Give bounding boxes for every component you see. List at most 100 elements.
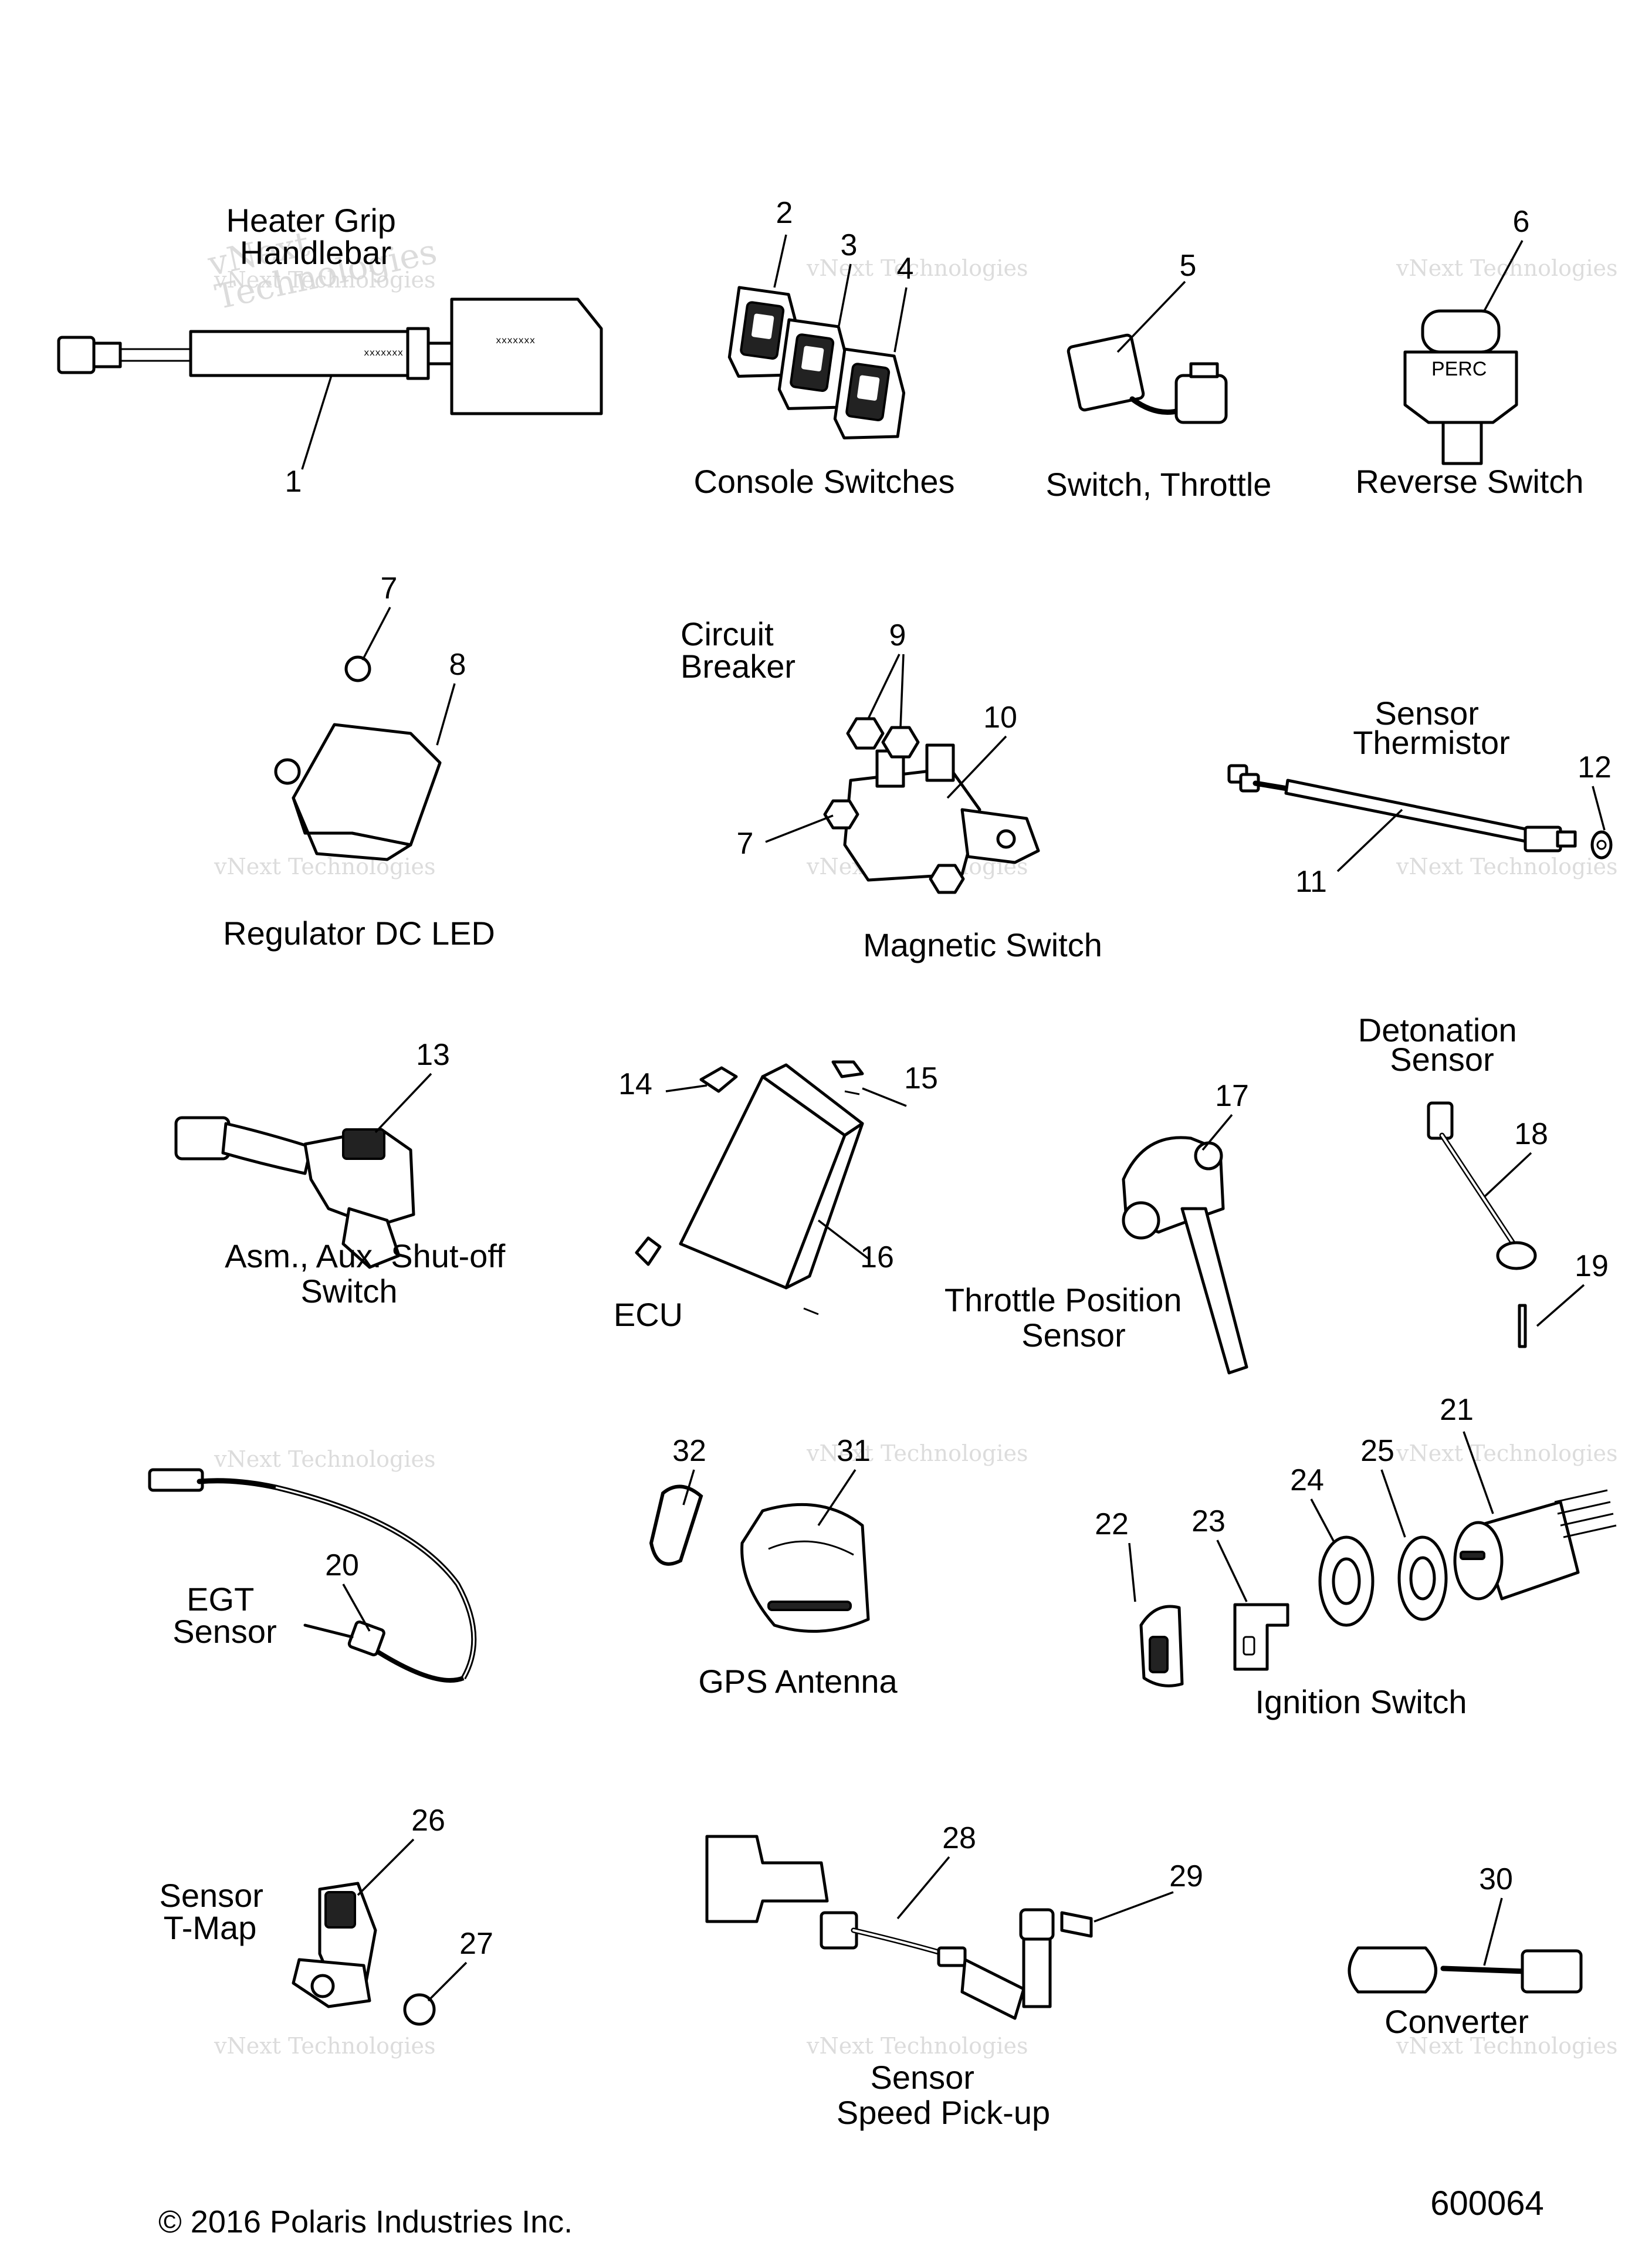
callout-13: 13: [416, 1038, 450, 1072]
ignition-drawing: [1128, 1431, 1617, 1687]
thermistor-drawing: [1227, 764, 1613, 872]
callout-14: 14: [618, 1067, 652, 1101]
callout-31: 31: [837, 1434, 871, 1468]
callout-8: 8: [449, 648, 466, 682]
caption-aux-shutoff-line1: Asm., Aux. Shut-off: [225, 1237, 506, 1274]
callout-24: 24: [1290, 1463, 1324, 1497]
callout-18: 18: [1514, 1117, 1548, 1151]
caption-tmap: Sensor T-Map: [160, 1877, 273, 1946]
callout-2: 2: [776, 196, 793, 230]
callout-12: 12: [1577, 750, 1612, 784]
callout-10: 10: [983, 701, 1017, 735]
detonation-drawing: [1427, 1101, 1585, 1348]
caption-ignition: Ignition Switch: [1255, 1683, 1467, 1720]
callout-17: 17: [1215, 1079, 1249, 1113]
magnetic-switch-drawing: [765, 654, 1040, 894]
callout-29: 29: [1169, 1859, 1203, 1893]
converter-drawing: [1348, 1897, 1583, 1994]
caption-switch-throttle: Switch, Throttle: [1046, 466, 1272, 503]
caption-heater-grip-line2: Handlebar: [240, 234, 391, 271]
callout-32: 32: [672, 1434, 706, 1468]
watermark-text: vNext Technologies: [1396, 2033, 1617, 2059]
plate-marking: xxxxxxx: [496, 336, 535, 346]
watermark-text: vNext Technologies: [806, 255, 1028, 281]
gps-drawing: [649, 1469, 870, 1633]
caption-speed-line1: Sensor: [871, 2059, 974, 2096]
grip-marking: xxxxxxx: [364, 348, 403, 358]
caption-tps-line2: Sensor: [1021, 1317, 1125, 1354]
callout-7b: 7: [737, 827, 754, 861]
callout-28: 28: [942, 1821, 976, 1855]
caption-speed-line2: Speed Pick-up: [837, 2094, 1050, 2131]
callout-16: 16: [860, 1240, 894, 1274]
caption-aux-shutoff-line2: Switch: [301, 1273, 398, 1310]
caption-magnetic-switch: Magnetic Switch: [863, 926, 1102, 963]
callout-11: 11: [1295, 865, 1327, 899]
caption-tmap-line1: Sensor: [160, 1877, 263, 1914]
callout-21: 21: [1440, 1393, 1474, 1427]
caption-tps: Throttle Position Sensor: [945, 1281, 1191, 1354]
aux-shutoff-drawing: [174, 1073, 432, 1269]
callout-23: 23: [1191, 1504, 1226, 1538]
callout-26: 26: [411, 1804, 445, 1838]
speed-sensor-drawing: [705, 1835, 1174, 2020]
caption-circuit-breaker-line2: Breaker: [681, 648, 795, 685]
callout-25: 25: [1360, 1434, 1394, 1468]
callout-15: 15: [904, 1061, 938, 1095]
callout-4: 4: [897, 252, 914, 286]
caption-aux-shutoff: Asm., Aux. Shut-off Switch: [225, 1237, 514, 1310]
caption-tps-line1: Throttle Position: [945, 1281, 1182, 1318]
caption-ecu: ECU: [614, 1296, 683, 1333]
watermark-text: vNext Technologies: [214, 854, 435, 879]
callout-6: 6: [1513, 205, 1530, 239]
caption-circuit-breaker: Circuit Breaker: [681, 615, 795, 685]
egt-drawing: [148, 1468, 477, 1683]
callout-9: 9: [889, 618, 906, 652]
caption-egt: EGT Sensor: [172, 1581, 276, 1650]
copyright: © 2016 Polaris Industries Inc.: [158, 2204, 573, 2240]
captions: Heater Grip Handlebar Console Switches S…: [160, 202, 1584, 2131]
caption-sensor-thermistor-line2: Thermistor: [1353, 724, 1510, 761]
callout-19: 19: [1575, 1249, 1609, 1283]
caption-detonation: Detonation Sensor: [1358, 1012, 1526, 1078]
caption-egt-line2: Sensor: [172, 1613, 276, 1650]
callout-20: 20: [325, 1548, 359, 1582]
callout-7: 7: [381, 571, 398, 605]
callout-1: 1: [285, 465, 302, 499]
caption-regulator: Regulator DC LED: [223, 915, 495, 952]
caption-heater-grip-line1: Heater Grip: [226, 202, 396, 239]
callouts: 1 2 3 4 5 6 7 8 9 10 7 11 12 13 14 15 16…: [285, 196, 1612, 1961]
callout-5: 5: [1180, 249, 1197, 283]
caption-gps: GPS Antenna: [698, 1663, 898, 1700]
caption-tmap-line2: T-Map: [164, 1909, 257, 1946]
ecu-drawing: [635, 1060, 907, 1315]
caption-reverse-switch: Reverse Switch: [1355, 463, 1583, 500]
watermark-text: vNext Technologies: [1396, 1440, 1617, 1466]
tmap-drawing: [292, 1838, 468, 2026]
diagram-id: 600064: [1430, 2184, 1544, 2222]
caption-detonation-line1: Detonation: [1358, 1012, 1517, 1048]
watermark-text: vNext Technologies: [806, 1440, 1028, 1466]
throttle-switch-drawing: [1067, 280, 1228, 424]
caption-sensor-thermistor-line1: Sensor: [1375, 695, 1479, 732]
caption-detonation-line2: Sensor: [1390, 1041, 1494, 1078]
caption-console-switches: Console Switches: [693, 463, 954, 500]
caption-heater-grip: Heater Grip Handlebar: [226, 202, 405, 271]
reverse-switch-drawing: PERC: [1403, 240, 1524, 465]
caption-circuit-breaker-line1: Circuit: [681, 615, 774, 652]
regulator-drawing: [274, 607, 456, 861]
console-switches-drawing: [727, 234, 908, 439]
caption-egt-line1: EGT: [187, 1581, 253, 1618]
caption-sensor-thermistor: Sensor Thermistor: [1353, 695, 1510, 761]
watermark-text: vNext Technologies: [1396, 854, 1617, 879]
heater-grip-drawing: xxxxxxx xxxxxxx: [57, 297, 603, 470]
caption-converter: Converter: [1384, 2003, 1529, 2040]
watermark-text: vNext Technologies: [214, 267, 435, 293]
watermark-text: vNext Technologies: [806, 2033, 1028, 2059]
watermark-text: vNext Technologies: [214, 2033, 435, 2059]
watermark-text: vNext Technologies: [214, 1446, 435, 1472]
tps-drawing: [1122, 1114, 1248, 1375]
callout-22: 22: [1095, 1507, 1129, 1541]
callout-30: 30: [1479, 1862, 1513, 1896]
